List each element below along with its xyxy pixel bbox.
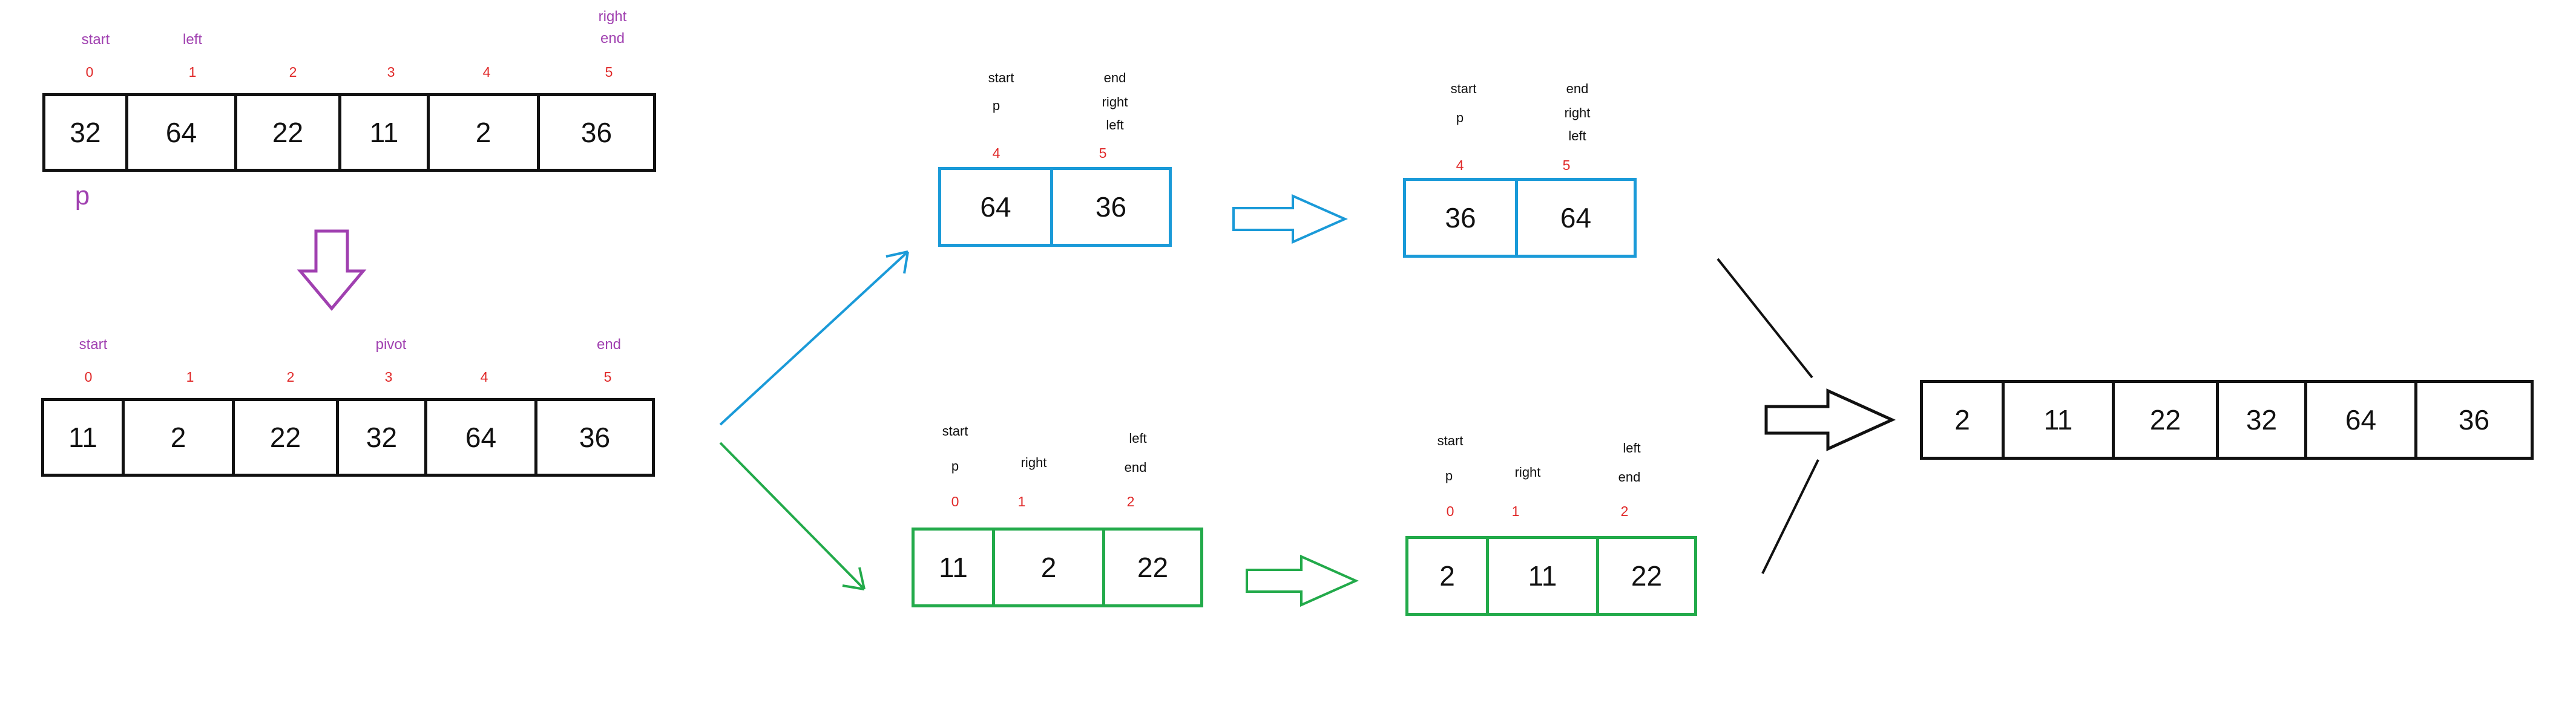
index-label: 1 <box>186 369 194 385</box>
index-label: 2 <box>286 369 295 385</box>
index-label: 3 <box>387 64 395 80</box>
index-label: 5 <box>1099 145 1107 161</box>
index-label: 2 <box>1620 503 1629 519</box>
start-label: start <box>942 423 968 439</box>
array-cell: 32 <box>70 117 101 148</box>
end-label: end <box>1124 460 1147 475</box>
array-cell: 22 <box>2112 383 2216 457</box>
index-label: 2 <box>1126 494 1135 509</box>
end-label: end <box>1566 81 1589 96</box>
blue-right-block-arrow-icon <box>1232 194 1348 244</box>
right-label: right <box>1514 465 1541 480</box>
array-cell: 36 <box>1050 170 1169 244</box>
index-label: 0 <box>84 369 93 385</box>
left-label: left <box>1623 440 1641 456</box>
green-branch-arrow-icon <box>719 442 866 590</box>
index-label: 1 <box>1017 494 1026 509</box>
array-box: 11 2 22 32 64 36 <box>41 398 655 477</box>
start-label: start <box>1450 81 1477 96</box>
merge-line-top <box>1717 258 1813 379</box>
array-cell: 2 <box>992 531 1102 604</box>
array-cell: 11 <box>68 422 97 453</box>
index-label: 0 <box>951 494 959 509</box>
index-label: 1 <box>1511 503 1520 519</box>
array-cell: 2 <box>427 96 537 169</box>
array-cell: 11 <box>338 96 427 169</box>
array-cell: 2 <box>1439 560 1455 592</box>
p-label: p <box>992 98 1000 113</box>
array-cell: 2 <box>122 401 232 474</box>
down-block-arrow-icon <box>297 229 367 311</box>
index-label: 1 <box>188 64 197 80</box>
array-cell: 2 <box>1954 404 1970 436</box>
start-label: start <box>988 70 1014 85</box>
right-label: right <box>598 8 627 25</box>
index-label: 3 <box>384 369 393 385</box>
array-cell: 22 <box>232 401 336 474</box>
index-label: 5 <box>605 64 613 80</box>
pivot-p-label: p <box>74 181 90 211</box>
array-cell: 64 <box>2304 383 2414 457</box>
index-label: 4 <box>1456 157 1464 173</box>
start-label: start <box>81 31 110 48</box>
left-label: left <box>1106 117 1124 132</box>
start-label: start <box>79 336 108 353</box>
array-cell: 36 <box>537 96 653 169</box>
right-label: right <box>1020 455 1047 470</box>
pivot-label: pivot <box>375 336 407 353</box>
array-cell: 64 <box>424 401 534 474</box>
index-label: 0 <box>1446 503 1454 519</box>
index-label: 4 <box>482 64 491 80</box>
left-label: left <box>1129 431 1147 446</box>
p-label: p <box>951 459 959 474</box>
black-right-block-arrow-icon <box>1764 388 1896 451</box>
array-box: 11 2 22 <box>912 528 1203 607</box>
p-label: p <box>1445 468 1453 483</box>
p-label: p <box>1456 110 1464 125</box>
array-cell: 64 <box>980 191 1011 223</box>
index-label: 2 <box>289 64 297 80</box>
array-cell: 22 <box>234 96 338 169</box>
array-box: 36 64 <box>1403 178 1637 258</box>
end-label: end <box>1618 469 1641 485</box>
index-label: 5 <box>1562 157 1571 173</box>
array-cell: 22 <box>1102 531 1200 604</box>
right-label: right <box>1564 105 1591 120</box>
green-right-block-arrow-icon <box>1246 554 1359 607</box>
array-cell: 22 <box>1596 539 1694 613</box>
array-cell: 36 <box>534 401 652 474</box>
array-cell: 11 <box>1486 539 1596 613</box>
array-box: 64 36 <box>938 167 1172 247</box>
array-cell: 11 <box>939 552 968 583</box>
start-label: start <box>1437 433 1464 448</box>
result-array-box: 2 11 22 32 64 36 <box>1920 380 2534 460</box>
right-label: right <box>1102 94 1128 109</box>
array-cell: 64 <box>125 96 234 169</box>
blue-branch-arrow-icon <box>719 250 909 426</box>
array-cell: 64 <box>1515 181 1634 255</box>
end-label: end <box>596 336 622 353</box>
array-cell: 11 <box>2002 383 2112 457</box>
end-label: end <box>600 30 625 47</box>
index-label: 5 <box>603 369 612 385</box>
array-box: 32 64 22 11 2 36 <box>42 93 656 172</box>
end-label: end <box>1103 70 1126 85</box>
array-cell: 32 <box>336 401 424 474</box>
left-label: left <box>1568 128 1586 143</box>
merge-line-bottom <box>1761 459 1819 574</box>
index-label: 0 <box>85 64 94 80</box>
array-box: 2 11 22 <box>1405 536 1697 616</box>
array-cell: 36 <box>1445 202 1476 234</box>
index-label: 4 <box>992 145 1000 161</box>
array-cell: 32 <box>2216 383 2304 457</box>
left-label: left <box>182 31 203 48</box>
array-cell: 36 <box>2414 383 2531 457</box>
index-label: 4 <box>480 369 488 385</box>
